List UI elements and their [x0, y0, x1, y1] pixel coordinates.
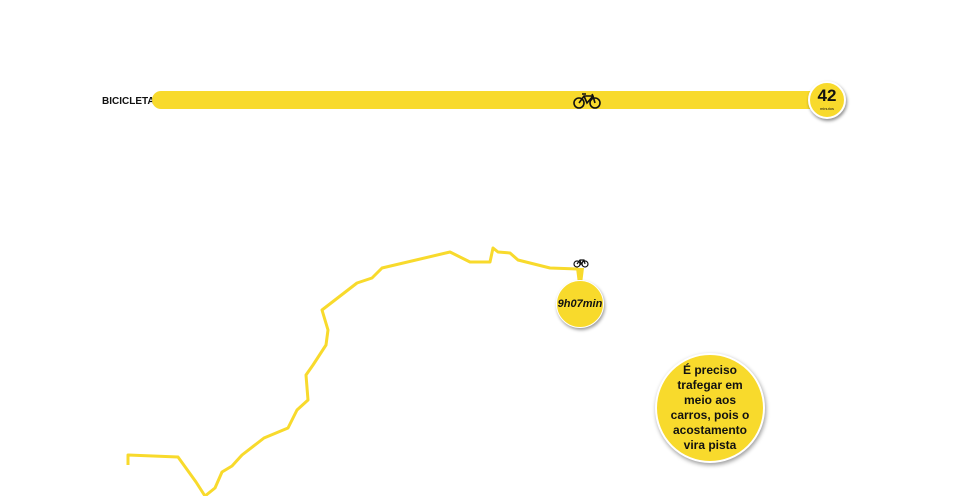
duration-value: 42	[817, 86, 837, 105]
progress-bar	[152, 91, 827, 109]
duration-badge: 42 minutos	[808, 81, 846, 119]
duration-unit: minutos	[819, 106, 834, 111]
bicycle-icon	[573, 93, 601, 109]
bicycle-icon	[573, 259, 589, 268]
route-line	[126, 246, 579, 496]
note-bubble: É preciso trafegar em meio aos carros, p…	[655, 353, 765, 463]
route-time-bubble: 9h07min	[556, 280, 604, 328]
mode-label: BICICLETA	[102, 96, 155, 107]
